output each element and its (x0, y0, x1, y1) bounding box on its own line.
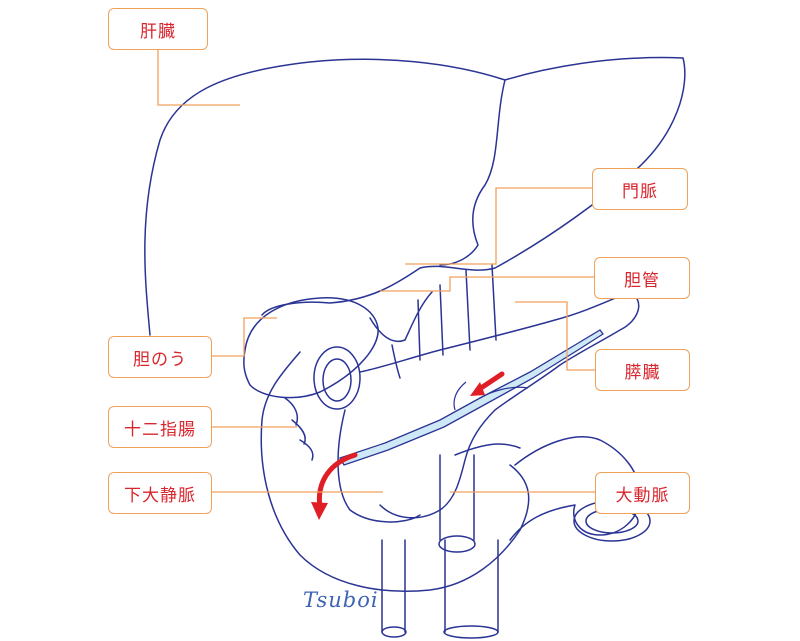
duodenum-bulb-outer (313, 346, 361, 410)
pancreas-lobule (454, 443, 521, 456)
jejunum-outline (509, 436, 641, 541)
leader-liver (157, 48, 240, 106)
leader-gallbladder (212, 317, 277, 357)
hepatic-duct-lines (369, 284, 444, 379)
label-bile-duct: 胆管 (594, 257, 690, 299)
leader-portal-vein (405, 187, 592, 265)
pancreatic-duct (339, 329, 604, 466)
duodenum-bulb-inner (322, 358, 352, 402)
bile-flow-arrow-lower (316, 452, 358, 511)
label-portal-vein: 門脈 (592, 168, 688, 210)
leader-bile-duct (380, 276, 594, 292)
label-ivc: 下大静脈 (108, 472, 212, 514)
aorta-cut (438, 535, 476, 553)
gallbladder-outline (243, 297, 379, 399)
ivc-cut-2 (443, 625, 499, 639)
liver-groove (439, 79, 506, 266)
aorta-tube (439, 454, 475, 541)
duodenum-folds (284, 397, 314, 461)
duodenum-inner (337, 409, 421, 523)
label-duodenum: 十二指腸 (108, 406, 212, 448)
leader-pancreas (515, 301, 595, 371)
label-pancreas: 膵臓 (595, 349, 690, 391)
signature: Tsuboi (303, 588, 379, 612)
ivc-cut-1 (381, 626, 407, 638)
label-aorta: 大動脈 (595, 472, 690, 514)
ivc-right (444, 539, 499, 633)
label-gallbladder: 胆のう (108, 336, 212, 378)
pancreas-outline (359, 291, 640, 519)
duodenum-outline (260, 351, 530, 592)
ivc-left (381, 539, 406, 633)
label-liver: 肝臓 (108, 8, 208, 50)
liver-outline (144, 56, 686, 336)
